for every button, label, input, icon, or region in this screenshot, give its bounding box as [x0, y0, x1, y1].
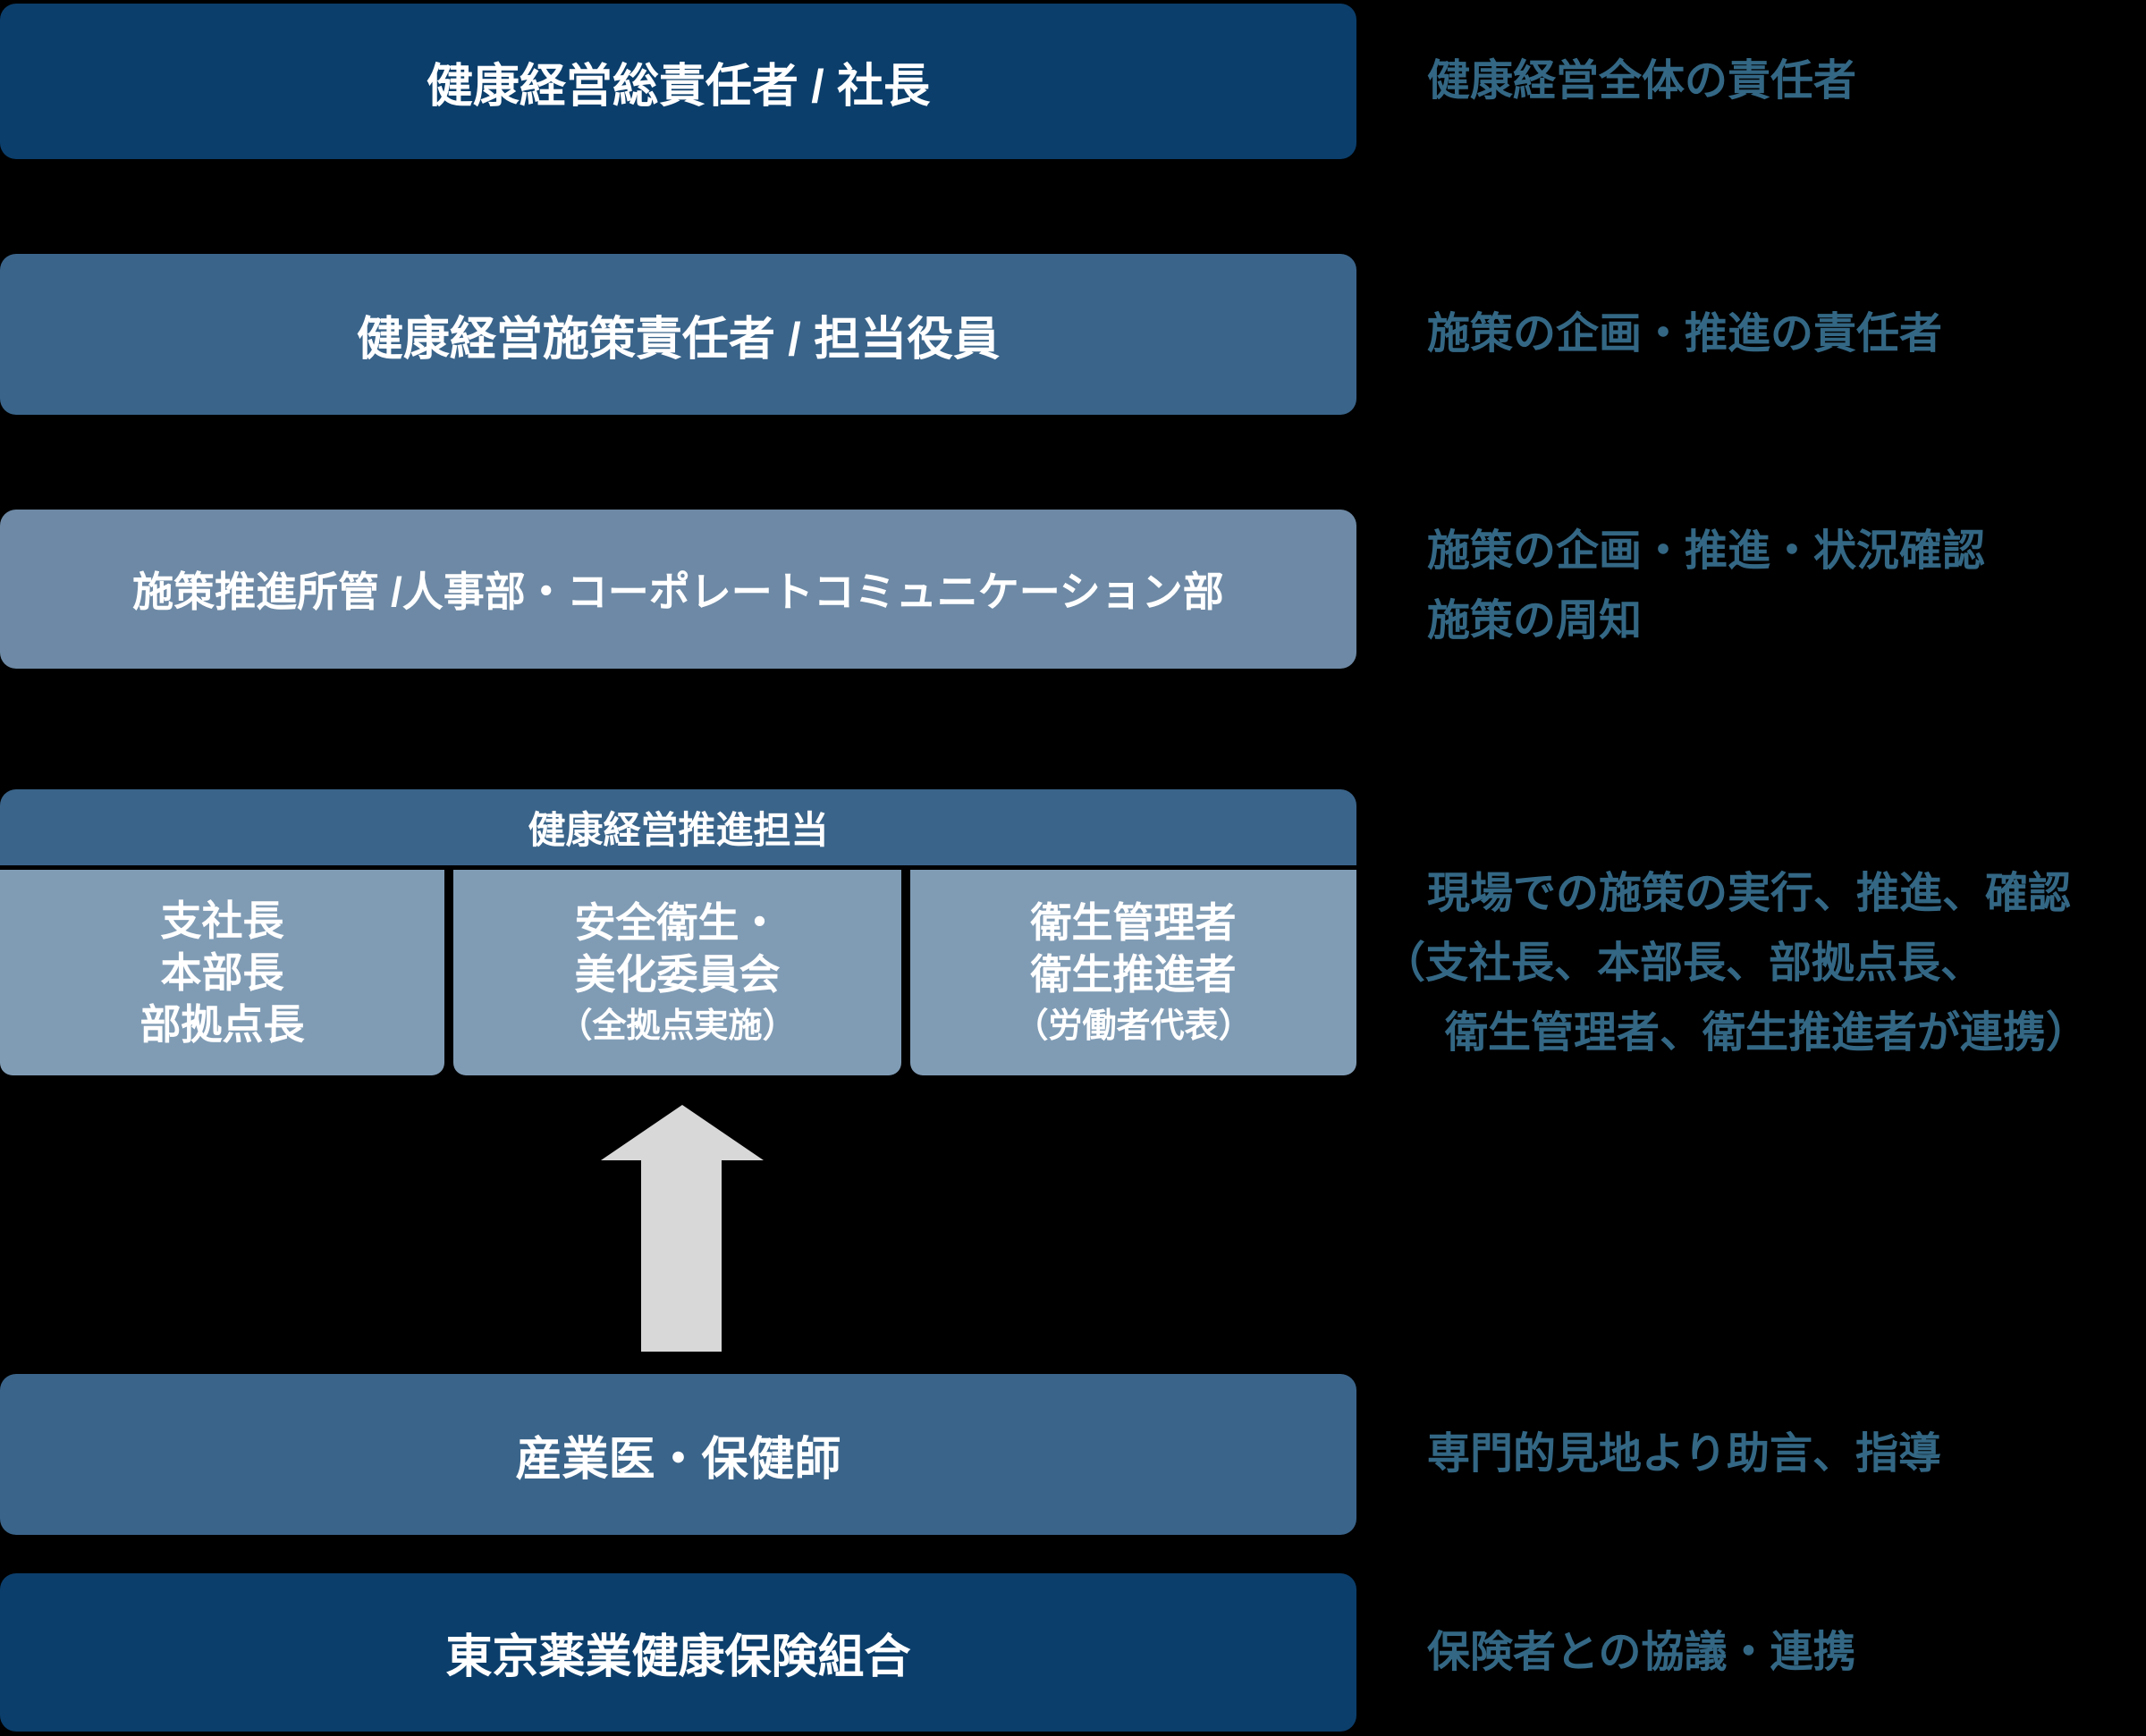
box-hygiene-managers-line1: 衛生管理者 [1030, 899, 1237, 946]
box-overall-health-management-director-label: 健康経営総責任者 / 社長 [426, 60, 931, 113]
up-arrow-shaft [641, 1159, 722, 1352]
box-safety-hygiene-committee: 安全衛生・ 美化委員会 （全拠点実施） [453, 870, 901, 1075]
box-branch-managers-line2: 本部長 [160, 949, 284, 996]
note-onsite-execution-line2: （支社長、本部長、部拠点長、 [1382, 940, 1984, 987]
note-insurer-cooperation: 保険者との協議・連携 [1427, 1573, 2146, 1732]
note-expert-advice-text: 専門的見地より助言、指導 [1427, 1430, 1942, 1478]
box-hygiene-managers-sub: （労働者代表） [1014, 1007, 1253, 1045]
box-safety-hygiene-committee-sub: （全拠点実施） [558, 1007, 797, 1045]
box-promotion-staff-header-label: 健康経営推進担当 [528, 809, 829, 851]
note-onsite-execution-line3: 衛生管理者、衛生推進者が連携） [1445, 1009, 2090, 1057]
note-onsite-execution-line1: 現場での施策の実行、推進、確認 [1427, 870, 2072, 917]
box-hygiene-managers-line2: 衛生推進者 [1030, 951, 1237, 998]
note-overall-responsibility: 健康経営全体の責任者 [1427, 4, 2146, 159]
note-planning-promotion-status: 施策の企画・推進・状況確認 施策の周知 [1427, 517, 2146, 656]
box-safety-hygiene-committee-line1: 安全衛生・ [574, 899, 781, 946]
box-occupational-physicians-label: 産業医・保健師 [515, 1433, 841, 1486]
note-expert-advice: 専門的見地より助言、指導 [1427, 1374, 2146, 1535]
box-hygiene-managers: 衛生管理者 衛生推進者 （労働者代表） [910, 870, 1356, 1075]
box-occupational-physicians: 産業医・保健師 [0, 1374, 1356, 1535]
box-branch-managers-line3: 部拠点長 [139, 1001, 305, 1048]
box-branch-managers-line1: 支社長 [160, 897, 284, 944]
note-insurer-cooperation-text: 保険者との協議・連携 [1427, 1628, 1856, 1676]
box-policy-promotion-departments-label: 施策推進所管 /人事部・コーポレートコミュニケーション部 [132, 569, 1224, 615]
note-planning-promotion-status-line1: 施策の企画・推進・状況確認 [1427, 527, 1986, 575]
note-policy-planning-promotion-text: 施策の企画・推進の責任者 [1427, 310, 1943, 358]
box-overall-health-management-director: 健康経営総責任者 / 社長 [0, 4, 1356, 159]
up-arrow-icon [601, 1105, 764, 1160]
box-policy-director-label: 健康経営施策責任者 / 担当役員 [356, 313, 1001, 366]
box-policy-director: 健康経営施策責任者 / 担当役員 [0, 254, 1356, 415]
note-onsite-execution: 現場での施策の実行、推進、確認 （支社長、本部長、部拠点長、 衛生管理者、衛生推… [1382, 859, 2146, 1068]
note-policy-planning-promotion: 施策の企画・推進の責任者 [1427, 254, 2146, 415]
box-health-insurance-association-label: 東京薬業健康保険組合 [445, 1631, 911, 1683]
note-planning-promotion-status-line2: 施策の周知 [1427, 597, 1643, 645]
box-policy-promotion-departments: 施策推進所管 /人事部・コーポレートコミュニケーション部 [0, 510, 1356, 669]
note-overall-responsibility-text: 健康経営全体の責任者 [1427, 57, 1857, 105]
box-branch-managers: 支社長 本部長 部拠点長 [0, 870, 444, 1075]
box-promotion-staff-header: 健康経営推進担当 [0, 789, 1356, 865]
box-health-insurance-association: 東京薬業健康保険組合 [0, 1573, 1356, 1732]
box-safety-hygiene-committee-line2: 美化委員会 [574, 951, 781, 998]
